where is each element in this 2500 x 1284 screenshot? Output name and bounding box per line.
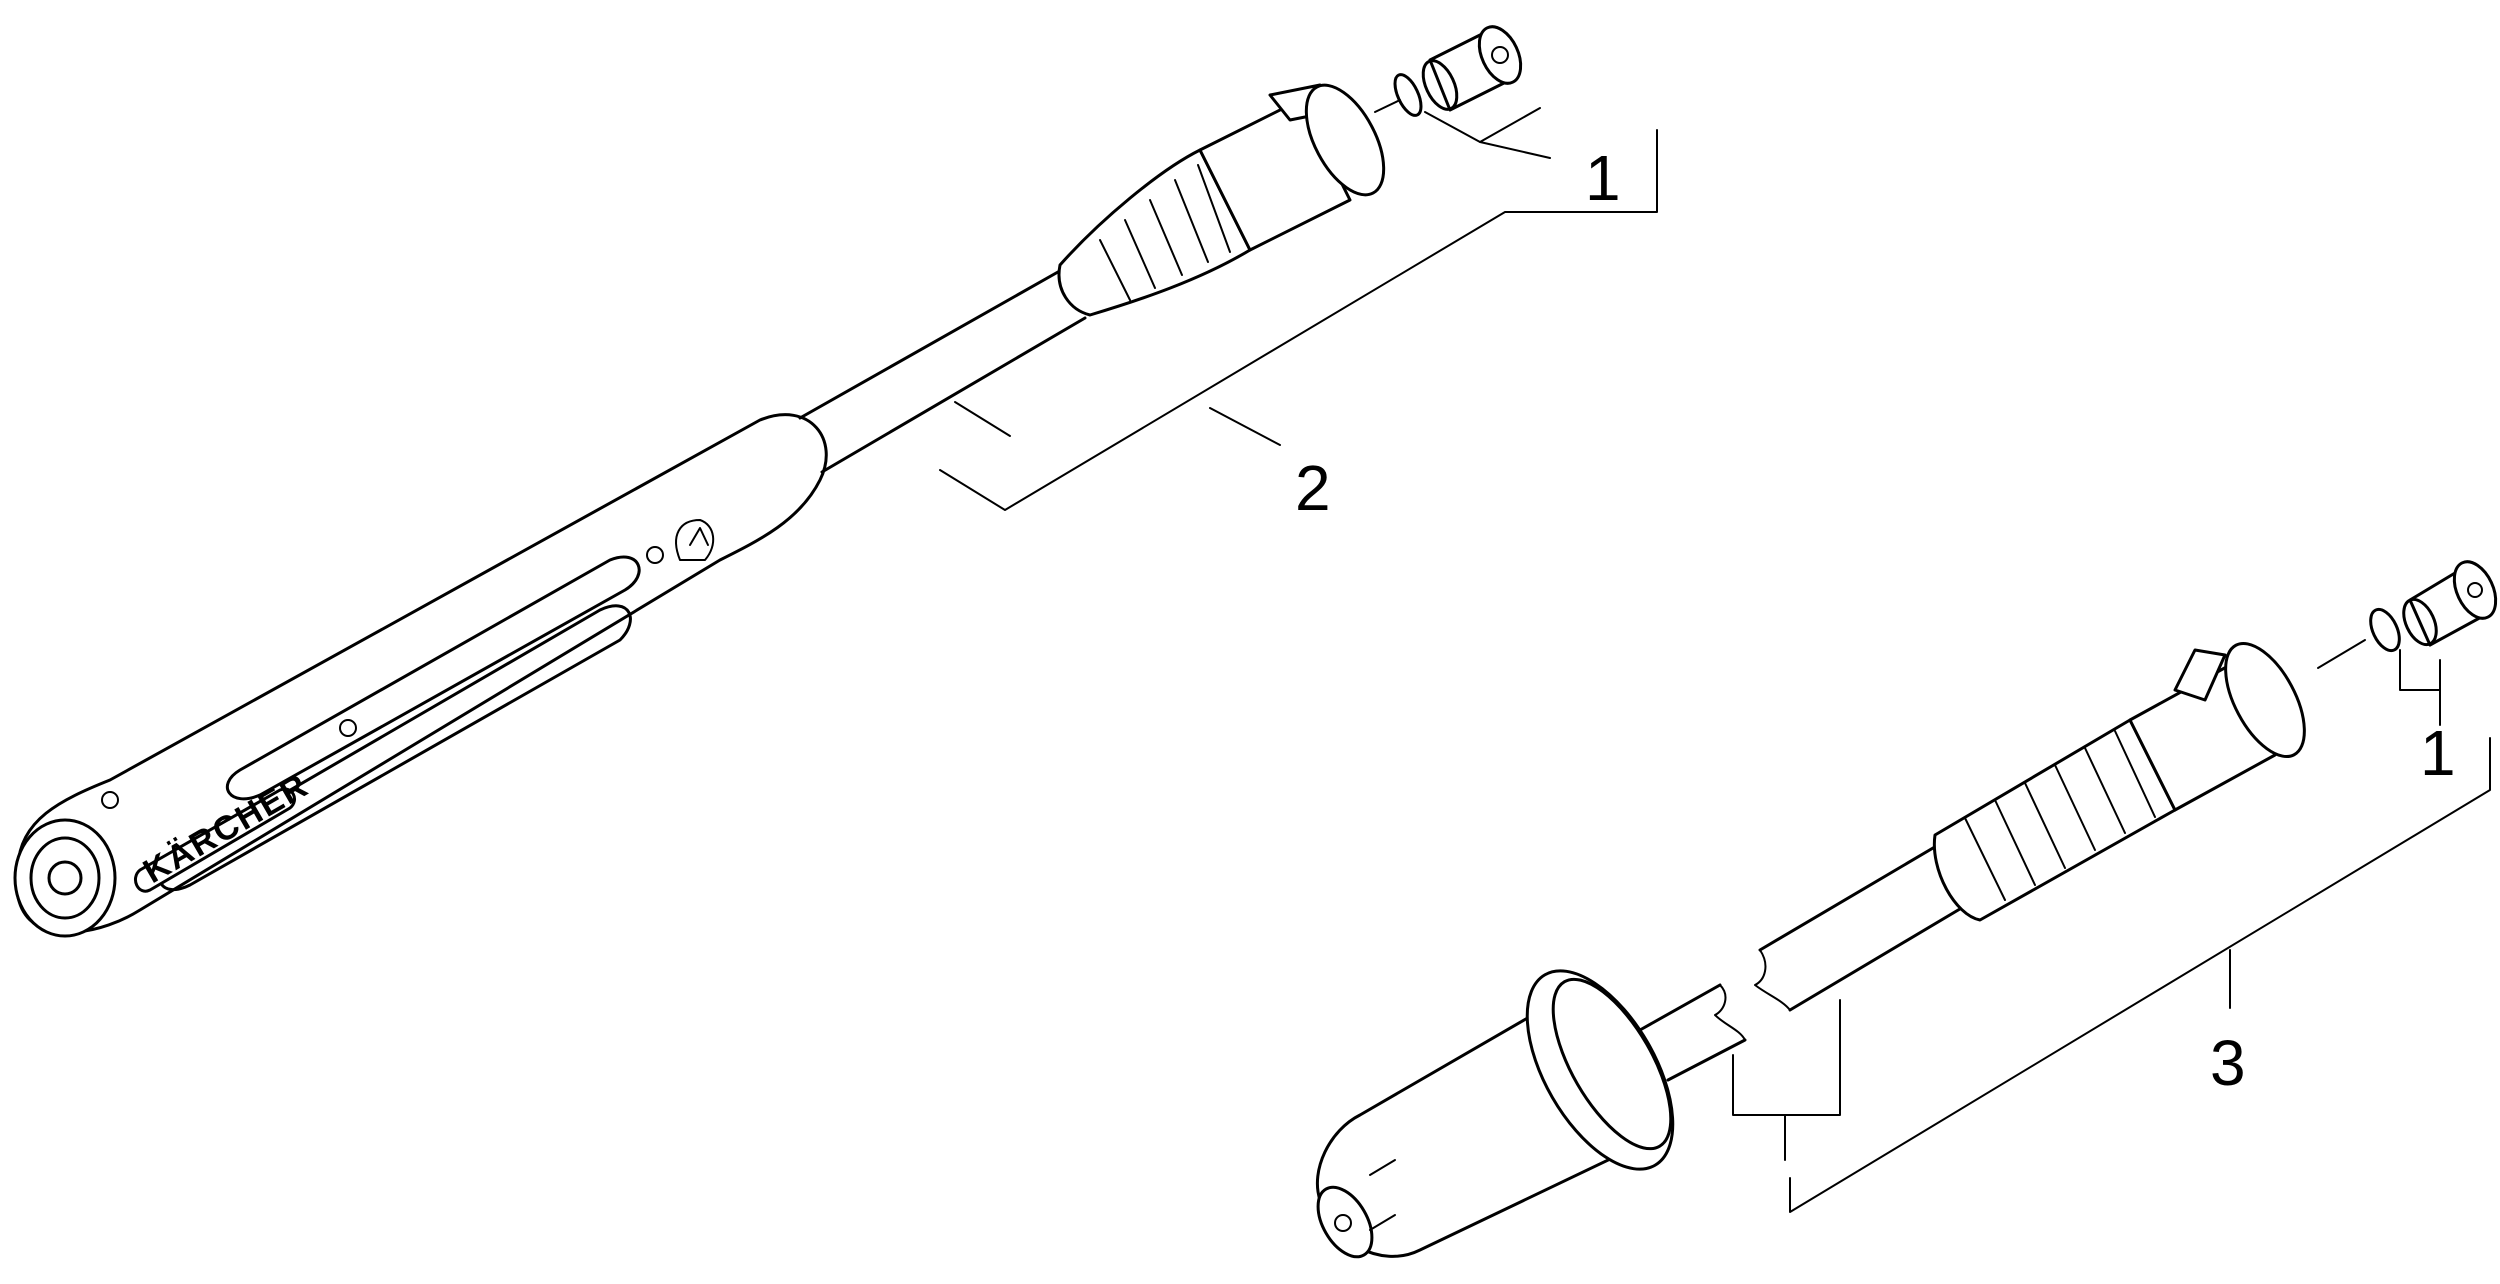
callout-part-1-bottom: 1 bbox=[2420, 717, 2456, 789]
bottom-nozzle-tip bbox=[2402, 560, 2498, 647]
callout-part-2: 2 bbox=[1295, 452, 1331, 524]
rotor-nozzle-head bbox=[1315, 969, 1675, 1259]
callout-part-3: 3 bbox=[2210, 1027, 2246, 1099]
bottom-o-ring bbox=[2369, 607, 2401, 653]
rotor-nozzle-assembly bbox=[1315, 560, 2498, 1259]
top-o-ring bbox=[1393, 73, 1423, 117]
upper-callout-leaders bbox=[939, 107, 1658, 511]
top-nozzle-tip bbox=[1421, 25, 1523, 112]
rotor-ribbed-grip bbox=[1932, 641, 2306, 922]
rotor-tube-front bbox=[1638, 983, 1747, 1082]
lower-callout-leaders bbox=[1732, 649, 2491, 1213]
rotor-tube-rear bbox=[1754, 836, 1977, 1012]
callout-part-1-top: 1 bbox=[1585, 142, 1621, 214]
lance-nozzle-collar bbox=[1057, 83, 1386, 317]
lance-tube bbox=[798, 266, 1087, 474]
lance-handle: KÄRCHER bbox=[13, 413, 828, 938]
